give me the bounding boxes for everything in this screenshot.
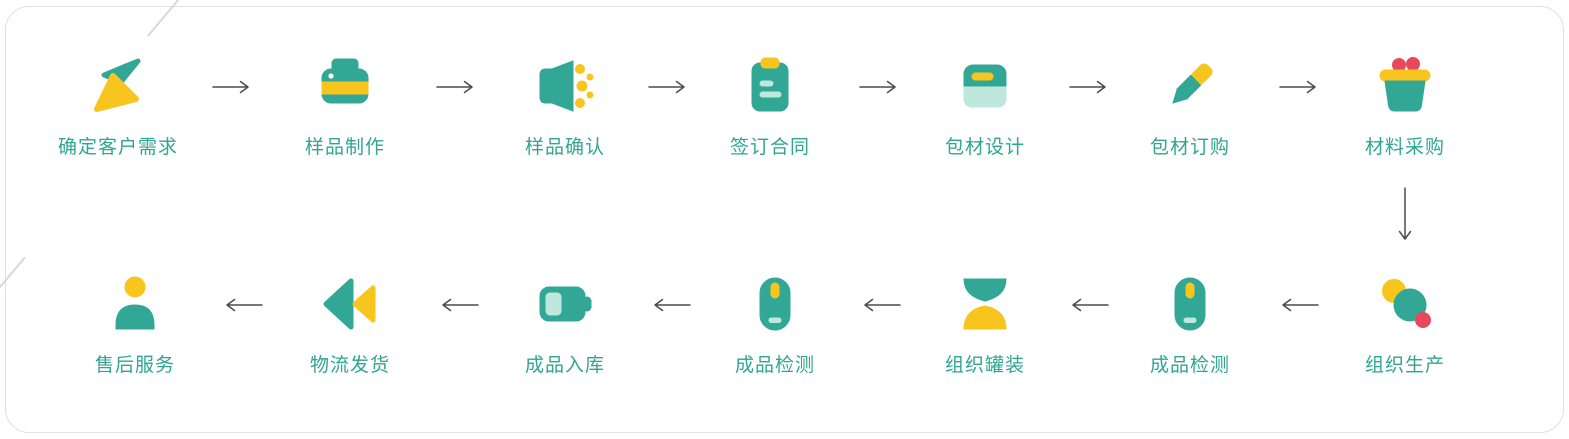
- step-organize-filling: 组织罐装: [905, 268, 1065, 377]
- paper-plane-icon: [84, 50, 152, 122]
- step-label: 物流发货: [309, 355, 390, 376]
- arrow-right-5: [1068, 80, 1110, 99]
- mouse-icon: [741, 268, 809, 340]
- step-packaging-ordering: 包材订购: [1110, 50, 1270, 159]
- notebook-icon: [951, 50, 1019, 122]
- arrow-right-6: [1278, 80, 1320, 99]
- arrow-right-3: [647, 80, 689, 99]
- step-sign-contract: 签订合同: [690, 50, 850, 159]
- arrow-left-3: [650, 298, 692, 317]
- step-product-inspection-1: 成品检测: [695, 268, 855, 377]
- pencil-icon: [1156, 50, 1224, 122]
- mouse-icon: [1156, 268, 1224, 340]
- step-sample-confirmation: 样品确认: [485, 50, 645, 159]
- step-label: 组织罐装: [944, 355, 1025, 376]
- step-organize-production: 组织生产: [1325, 268, 1485, 377]
- step-determine-customer-needs: 确定客户需求: [38, 50, 198, 159]
- step-logistics-shipping: 物流发货: [270, 268, 430, 377]
- arrow-right-1: [211, 80, 253, 99]
- arrow-left-2: [438, 298, 480, 317]
- step-product-warehousing: 成品入库: [485, 268, 645, 377]
- step-label: 包材设计: [944, 137, 1025, 158]
- arrow-right-4: [858, 80, 900, 99]
- basket-icon: [1371, 50, 1439, 122]
- hourglass-icon: [951, 268, 1019, 340]
- step-label: 成品入库: [524, 355, 605, 376]
- step-label: 成品检测: [1149, 355, 1230, 376]
- printer-icon: [311, 50, 379, 122]
- step-label: 样品确认: [524, 137, 605, 158]
- step-label: 包材订购: [1149, 137, 1230, 158]
- rewind-icon: [316, 268, 384, 340]
- step-sample-production: 样品制作: [265, 50, 425, 159]
- arrow-left-1: [222, 298, 264, 317]
- arrow-right-2: [435, 80, 477, 99]
- step-label: 成品检测: [734, 355, 815, 376]
- step-packaging-design: 包材设计: [905, 50, 1065, 159]
- step-label: 确定客户需求: [57, 137, 178, 158]
- battery-icon: [531, 268, 599, 340]
- step-product-inspection-2: 成品检测: [1110, 268, 1270, 377]
- step-label: 材料采购: [1364, 137, 1445, 158]
- arrow-left-4: [860, 298, 902, 317]
- step-label: 签订合同: [729, 137, 810, 158]
- arrow-left-6: [1278, 298, 1320, 317]
- arrow-left-5: [1068, 298, 1110, 317]
- step-label: 组织生产: [1364, 355, 1445, 376]
- clipboard-icon: [736, 50, 804, 122]
- person-icon: [101, 268, 169, 340]
- step-label: 售后服务: [94, 355, 175, 376]
- step-label: 样品制作: [304, 137, 385, 158]
- circles-icon: [1371, 268, 1439, 340]
- arrow-down: [1398, 186, 1412, 249]
- step-after-sales-service: 售后服务: [55, 268, 215, 377]
- megaphone-icon: [531, 50, 599, 122]
- step-material-procurement: 材料采购: [1325, 50, 1485, 159]
